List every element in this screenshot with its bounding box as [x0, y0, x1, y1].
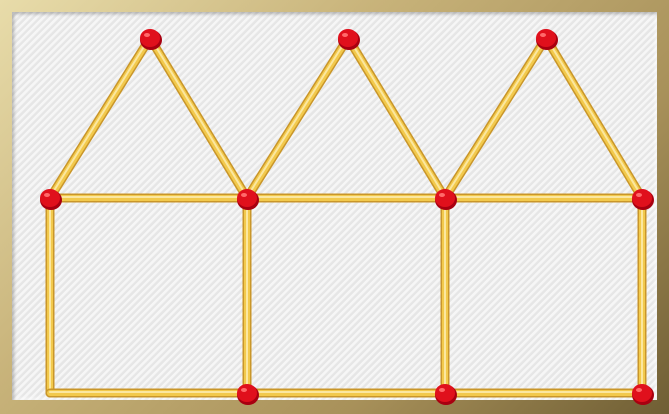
match-head	[435, 384, 455, 402]
match-head	[237, 384, 257, 402]
match-head	[435, 189, 455, 207]
matchstick[interactable]	[247, 197, 445, 198]
matchstick[interactable]	[348, 37, 445, 198]
match-head	[632, 189, 652, 207]
matchstick-highlight	[150, 37, 247, 197]
match-head	[237, 189, 257, 207]
matchstick-highlight	[546, 37, 642, 197]
matchstick[interactable]	[247, 37, 348, 198]
match-head	[338, 29, 358, 47]
match-head-shine	[241, 193, 247, 197]
matchstick-highlight	[247, 37, 348, 197]
matchstick-highlight	[445, 37, 546, 197]
matchstick[interactable]	[50, 392, 247, 393]
match-head-shine	[439, 388, 445, 392]
matchstick[interactable]	[445, 37, 546, 198]
match-head	[536, 29, 556, 47]
match-head-shine	[636, 193, 642, 197]
matchstick[interactable]	[50, 37, 150, 198]
matchsticks	[40, 29, 654, 405]
match-head	[140, 29, 160, 47]
matchstick[interactable]	[546, 37, 642, 198]
match-head-shine	[439, 193, 445, 197]
matchstick[interactable]	[150, 37, 247, 198]
matchstick-highlight	[348, 37, 445, 197]
matchstick-highlight	[50, 37, 150, 197]
match-head-shine	[540, 33, 546, 37]
matchstick[interactable]	[247, 392, 445, 393]
matchstick[interactable]	[445, 197, 642, 198]
match-head	[632, 384, 652, 402]
match-head-shine	[144, 33, 150, 37]
match-head-shine	[636, 388, 642, 392]
matchstick[interactable]	[445, 392, 642, 393]
match-head-shine	[241, 388, 247, 392]
match-head-shine	[44, 193, 50, 197]
match-head	[40, 189, 60, 207]
match-head-shine	[342, 33, 348, 37]
matchstick[interactable]	[50, 197, 247, 198]
